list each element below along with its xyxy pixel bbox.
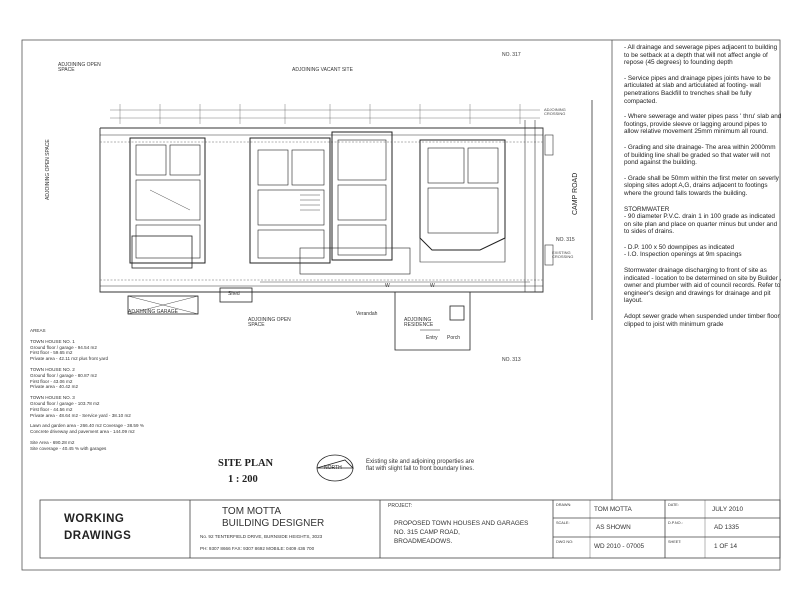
th3-ground: Ground floor / garage - 103.78 m2 <box>30 400 100 406</box>
designer-title: BUILDING DESIGNER <box>222 518 325 529</box>
label-existing-crossing: EXISTING CROSSING <box>552 250 574 259</box>
notes-column: - All drainage and sewerage pipes adjace… <box>624 44 782 336</box>
label-adjoining-open-space-left: ADJOINING OPEN SPACE <box>45 139 51 200</box>
note-1: - All drainage and sewerage pipes adjace… <box>624 44 778 67</box>
note-4: - Grading and site drainage- The area wi… <box>624 143 776 167</box>
town-house-2 <box>249 137 331 264</box>
label-porch: Porch <box>447 335 461 341</box>
site-area: Site Area - 690.28 m2 <box>30 439 75 445</box>
working-label: WORKING <box>64 513 125 525</box>
th3-title: TOWN HOUSE NO. 3 <box>30 395 75 401</box>
project-line-2: NO. 315 CAMP ROAD, <box>394 529 460 536</box>
note-5: - Grade shall be 50mm within the first m… <box>624 174 779 197</box>
note-8: Stormwater drainage discharging to front… <box>624 267 782 305</box>
site-boundary <box>99 127 544 293</box>
note-9: Adopt sewer grade when suspended under t… <box>624 313 780 328</box>
note-7b: - I.O. Inspection openings at 9m spacing… <box>624 251 742 259</box>
date-label: DATE: <box>668 503 679 507</box>
sheet-label: SHEET: <box>668 540 682 544</box>
dpno-label: D.P.NO.: <box>668 521 683 525</box>
drawn-label: DRAWN: <box>556 503 572 507</box>
town-house-1 <box>129 137 206 269</box>
dwg-value: WD 2010 - 07005 <box>594 543 645 550</box>
label-camp-road: CAMP ROAD <box>572 172 579 215</box>
label-no-313: NO. 313 <box>502 357 521 363</box>
note-3: - Where sewerage and water pipes pass ' … <box>624 113 782 136</box>
label-adjoining-open-space-top: ADJOINING OPEN SPACE <box>58 62 101 73</box>
label-no-315: NO. 315 <box>556 237 575 243</box>
areas-heading: AREAS <box>30 328 46 333</box>
th1-ground: Ground floor / garage - 94.54 m2 <box>30 344 97 350</box>
site-plan-scale: 1 : 200 <box>228 474 258 485</box>
areas-schedule: AREAS TOWN HOUSE NO. 1 Ground floor / ga… <box>30 328 144 452</box>
north-arrow-icon <box>316 454 354 482</box>
svg-text:W: W <box>385 283 390 289</box>
designer-address: No. 92 TENTERFIELD DRIVE, BURNSIDE HEIGH… <box>200 534 323 539</box>
town-house-3 <box>419 139 506 263</box>
date-value: JULY 2010 <box>712 506 744 513</box>
label-adjoining-open-space-bottom: ADJOINING OPEN SPACE <box>248 317 291 328</box>
note-2: - Service pipes and drainage pipes joint… <box>624 74 771 105</box>
th2-ground: Ground floor / garage - 80.87 m2 <box>30 372 97 378</box>
dwg-label: DWG NO: <box>556 540 574 544</box>
label-entry: Entry <box>426 335 438 341</box>
label-adjoining-vacant-site: ADJOINING VACANT SITE <box>292 67 353 73</box>
svg-text:W: W <box>430 283 435 289</box>
drawn-value: TOM MOTTA <box>594 506 632 513</box>
th1-private: Private area - 42.11 m2 plus front yard <box>30 356 109 362</box>
sheet-value: 1 OF 14 <box>714 543 738 550</box>
project-label: PROJECT: <box>388 503 413 509</box>
scale-value: AS SHOWN <box>596 524 631 531</box>
site-note: Existing site and adjoining properties a… <box>366 459 475 473</box>
th1-title: TOWN HOUSE NO. 1 <box>30 338 75 344</box>
designer-name: TOM MOTTA <box>222 506 282 517</box>
note-6: - 90 diameter P.V.C. drain 1 in 100 grad… <box>624 213 778 236</box>
note-7a: - D.P. 100 x 50 downpipes as indicated <box>624 243 735 251</box>
dpno-value: AD 1335 <box>714 524 739 531</box>
th2-private: Private area - 40.42 m2 <box>30 384 79 390</box>
concrete-area: Concrete driveway and pavement area - 14… <box>30 429 135 435</box>
designer-phones: PH: 9307 8666 FAX: 9307 8692 MOBILE: 040… <box>200 546 315 551</box>
label-verandah: Verandah <box>356 311 378 317</box>
site-coverage: Site coverage - 40.45 % with garages <box>30 445 107 451</box>
label-adjoining-garage: ADJOINING GARAGE <box>128 309 179 315</box>
th3-private: Private area - 48.64 m2 - Service yard -… <box>30 412 131 418</box>
th2-first: First floor - 43.06 m2 <box>30 378 73 384</box>
lawn-area: Lawn and garden area - 266.40 m2 Coverag… <box>30 423 144 429</box>
label-no-317: NO. 317 <box>502 52 521 58</box>
th2-title: TOWN HOUSE NO. 2 <box>30 366 75 372</box>
drawings-label: DRAWINGS <box>64 530 132 542</box>
label-adjoining-crossing: ADJOINING CROSSING <box>544 107 566 116</box>
th1-first: First floor - 59.65 m2 <box>30 350 73 356</box>
north-label: NORTH <box>324 465 342 471</box>
th3-first: First floor - 44.56 m2 <box>30 406 73 412</box>
site-plan-title: SITE PLAN <box>218 458 274 469</box>
label-adjoining-residence: ADJOINING RESIDENCE <box>404 317 434 328</box>
project-line-1: PROPOSED TOWN HOUSES AND GARAGES <box>394 520 529 527</box>
title-block-frame <box>39 499 781 559</box>
label-shed: Shed <box>228 291 240 297</box>
town-house-middle <box>299 131 411 275</box>
stormwater-heading: STORMWATER <box>624 205 670 213</box>
scale-label: SCALE: <box>556 521 570 525</box>
project-line-3: BROADMEADOWS. <box>394 538 453 545</box>
